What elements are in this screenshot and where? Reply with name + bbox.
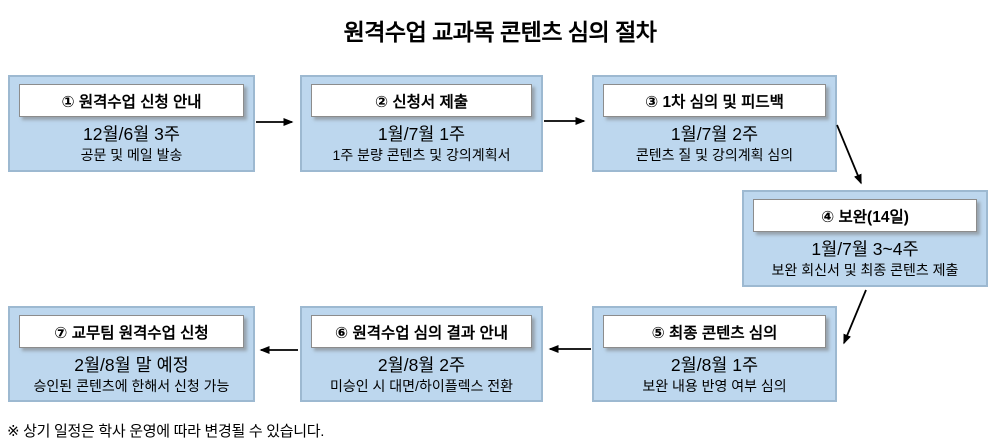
flow-step-7-header: ⑦ 교무팀 원격수업 신청 [19, 315, 244, 348]
flow-step-2-header: ② 신청서 제출 [311, 84, 532, 117]
arrow-down-icon-step3-step4 [836, 124, 862, 185]
schedule-disclaimer: ※ 상기 일정은 학사 운영에 따라 변경될 수 있습니다. [7, 423, 325, 440]
flow-step-4: ④ 보완(14일) 1월/7월 3~4주 보완 회신서 및 최종 콘텐츠 제출 [742, 190, 988, 287]
flow-step-7-period: 2월/8월 말 예정 [74, 355, 189, 375]
flow-step-2-detail: 1주 분량 콘텐츠 및 강의계획서 [332, 147, 511, 163]
flow-step-3: ③ 1차 심의 및 피드백 1월/7월 2주 콘텐츠 질 및 강의계획 심의 [592, 75, 837, 172]
flow-step-3-period: 1월/7월 2주 [670, 124, 759, 144]
flow-step-5-detail: 보완 내용 반영 여부 심의 [642, 378, 787, 394]
flow-step-4-period: 1월/7월 3~4주 [811, 239, 919, 259]
flow-step-7-detail: 승인된 콘텐츠에 한해서 신청 가능 [33, 378, 230, 394]
flow-step-5-header: ⑤ 최종 콘텐츠 심의 [603, 315, 826, 348]
flow-step-6-detail: 미승인 시 대면/하이플렉스 전환 [330, 378, 513, 394]
page-title: 원격수업 교과목 콘텐츠 심의 절차 [343, 19, 657, 45]
flow-step-3-header: ③ 1차 심의 및 피드백 [603, 84, 826, 117]
flow-step-4-detail: 보완 회신서 및 최종 콘텐츠 제출 [771, 262, 959, 278]
flow-step-5: ⑤ 최종 콘텐츠 심의 2월/8월 1주 보완 내용 반영 여부 심의 [592, 306, 837, 402]
flow-step-5-period: 2월/8월 1주 [670, 355, 759, 375]
flow-step-6-header: ⑥ 원격수업 심의 결과 안내 [311, 315, 532, 348]
flow-step-1: ① 원격수업 신청 안내 12월/6월 3주 공문 및 메일 발송 [8, 75, 255, 172]
arrow-down-icon-step4-step5 [843, 289, 867, 345]
flow-step-1-period: 12월/6월 3주 [83, 124, 180, 144]
flow-step-1-detail: 공문 및 메일 발송 [80, 147, 183, 163]
flow-step-2: ② 신청서 제출 1월/7월 1주 1주 분량 콘텐츠 및 강의계획서 [300, 75, 543, 172]
flow-step-4-header: ④ 보완(14일) [753, 199, 977, 232]
flow-step-3-detail: 콘텐츠 질 및 강의계획 심의 [635, 147, 794, 163]
flow-step-6: ⑥ 원격수업 심의 결과 안내 2월/8월 2주 미승인 시 대면/하이플렉스 … [300, 306, 543, 402]
flow-step-7: ⑦ 교무팀 원격수업 신청 2월/8월 말 예정 승인된 콘텐츠에 한해서 신청… [8, 306, 255, 402]
flow-step-1-header: ① 원격수업 신청 안내 [19, 84, 244, 117]
flow-step-6-period: 2월/8월 2주 [377, 355, 466, 375]
flow-step-2-period: 1월/7월 1주 [377, 124, 466, 144]
